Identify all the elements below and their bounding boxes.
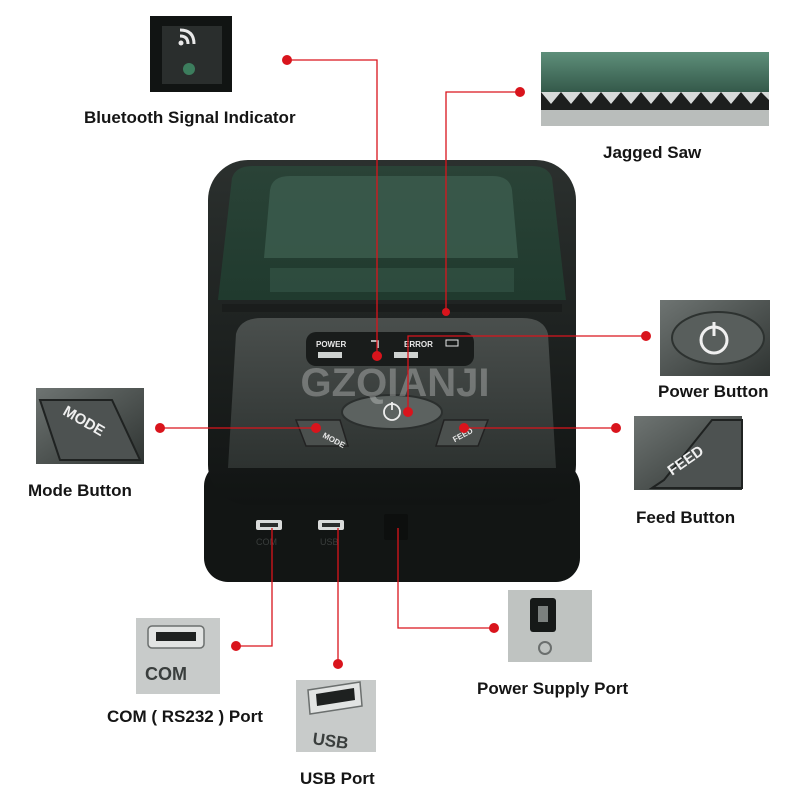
label-com-port: COM ( RS232 ) Port: [107, 707, 263, 726]
mode-inset-button: [38, 399, 142, 461]
battery-icon: [445, 339, 459, 347]
dot-com-end: [231, 641, 241, 651]
dot-feed-target: [459, 423, 469, 433]
indicator-strip: [306, 332, 474, 366]
bluetooth-signal-dot: [178, 40, 184, 46]
leader-com: [236, 528, 273, 647]
leader-saw: [445, 91, 520, 312]
dot-power-target: [403, 407, 413, 417]
printer-power-supply-port: [384, 514, 408, 540]
dot-mode-target: [311, 423, 321, 433]
leader-dots: [155, 55, 651, 669]
usb-inset-text: USB: [311, 729, 349, 753]
printer-power-button: [341, 394, 443, 430]
bluetooth-led: [183, 63, 195, 75]
printer-body: POWER ERROR MODE FEED COM USB: [204, 160, 580, 582]
dot-power-supply-end: [489, 623, 499, 633]
bluetooth-signal-icon: [179, 28, 196, 45]
dot-bluetooth-target: [372, 351, 382, 361]
saw-inset-paper: [541, 52, 769, 92]
saw-inset-base: [541, 110, 769, 126]
bluetooth-inset: [150, 16, 232, 92]
label-feed-button: Feed Button: [636, 508, 736, 527]
com-inset-slot: [156, 632, 196, 641]
dot-saw-end: [515, 87, 525, 97]
feed-inset-button: [648, 419, 743, 489]
saw-edge: [222, 304, 562, 312]
printer-com-port-slot: [260, 523, 278, 527]
printer-feed-button: [434, 419, 490, 447]
leader-power-button: [407, 335, 646, 412]
label-power-button: Power Button: [658, 382, 769, 401]
dot-power-end: [641, 331, 651, 341]
lid-window: [264, 176, 518, 258]
lid-strip: [270, 268, 514, 292]
printer-mode-button: [294, 419, 350, 447]
leader-lines: [160, 59, 646, 664]
dot-saw-target: [442, 308, 450, 316]
label-usb-port: USB Port: [300, 769, 375, 788]
printer-usb-text: USB: [320, 537, 339, 547]
mode-button-inset: MODE: [36, 388, 144, 464]
leader-bluetooth: [287, 59, 378, 356]
com-port-inset: COM: [136, 618, 220, 694]
power-supply-inset-pin: [538, 606, 548, 622]
label-jagged-saw: Jagged Saw: [603, 143, 702, 162]
com-inset-text: COM: [145, 664, 187, 684]
saw-teeth: [541, 92, 769, 110]
dot-usb-end: [333, 659, 343, 669]
printer-usb-port-slot: [322, 523, 340, 527]
leader-power-supply: [397, 528, 494, 629]
dot-bluetooth-end: [282, 55, 292, 65]
label-power-supply-port: Power Supply Port: [477, 679, 629, 698]
error-led: [394, 352, 418, 358]
power-inset-button: [671, 311, 765, 365]
power-indicator-label: POWER: [316, 340, 346, 349]
power-led: [318, 352, 342, 358]
watermark: GZQIANJI: [301, 361, 490, 405]
usb-port-inset: USB: [296, 680, 376, 753]
dot-feed-end: [611, 423, 621, 433]
power-button-inset: [660, 300, 770, 376]
label-bluetooth-indicator: Bluetooth Signal Indicator: [84, 108, 296, 127]
bluetooth-led-icon: [371, 340, 379, 348]
label-mode-button: Mode Button: [28, 481, 132, 500]
error-indicator-label: ERROR: [404, 340, 433, 349]
saw-inset: [541, 52, 769, 126]
printer-com-text: COM: [256, 537, 277, 547]
usb-inset-slot: [316, 688, 355, 706]
power-supply-inset-icon: [538, 641, 552, 655]
dot-mode-end: [155, 423, 165, 433]
power-supply-inset: [508, 590, 592, 662]
feed-button-inset: FEED: [634, 416, 743, 490]
